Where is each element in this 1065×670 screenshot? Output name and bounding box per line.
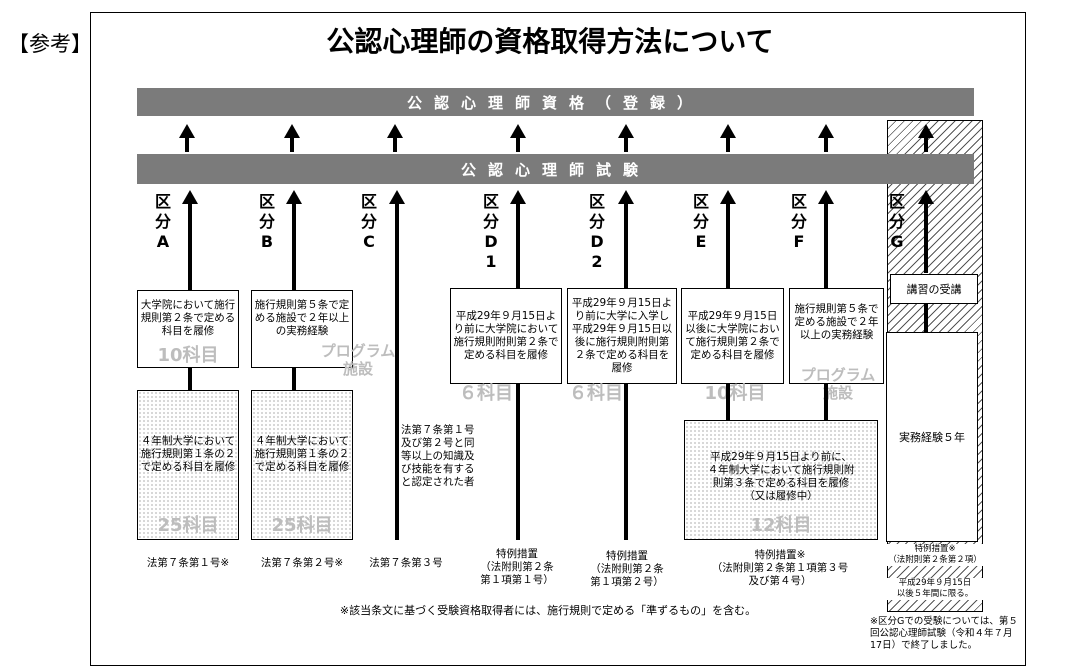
arrow-up-f xyxy=(818,190,834,204)
category-e-box: 平成29年９月15日以後に大学院において施行規則第２条で定める科目を履修 xyxy=(681,288,784,384)
arrow-shaft-d1 xyxy=(516,203,520,288)
category-d2-box: 平成29年９月15日より前に大学に入学し平成29年９月15日以後に施行規則附則第… xyxy=(567,288,677,384)
category-label-e: 区 分 E xyxy=(692,192,709,251)
arrow-up-a-top xyxy=(179,124,195,138)
arrow-shaft-d2-top xyxy=(624,137,628,152)
category-a-graduate-box: 大学院において施行規則第２条で定める科目を履修 xyxy=(137,290,239,368)
connector-d2 xyxy=(624,384,628,540)
arrow-up-d2 xyxy=(618,190,634,204)
category-ef-law: 特例措置※ （法附則第２条第１項第３号 及び第４号） xyxy=(711,549,849,587)
arrow-shaft-b xyxy=(292,203,296,290)
category-e-count: 10科目 xyxy=(704,383,766,404)
category-c-text: 法第７条第１号及び第２号と同等以上の知識及び技能を有すると認定された者 xyxy=(401,424,475,488)
arrow-shaft-a xyxy=(188,203,192,290)
category-d1-text: 平成29年９月15日より前に大学院において施行規則附則第２条で定める科目を履修 xyxy=(453,310,559,361)
arrow-up-b xyxy=(286,190,302,204)
category-label-d2: 区 分 D 2 xyxy=(588,192,605,271)
qualification-band: 公認心理師資格（登録） xyxy=(137,88,974,116)
footnote-equivalent: ※該当条文に基づく受験資格取得者には、施行規則で定める「準ずるもの」を含む。 xyxy=(339,604,757,617)
category-b-facility-text: 施行規則第５条で定める施設で２年以上の実務経験 xyxy=(254,299,350,337)
category-b-undergrad-box: ４年制大学において施行規則第１条の２で定める科目を履修 xyxy=(251,390,353,540)
category-ef-count: 12科目 xyxy=(750,515,812,536)
arrow-shaft-c xyxy=(395,203,399,540)
category-label-c: 区 分 C xyxy=(360,192,377,251)
arrow-shaft-g-top xyxy=(924,137,928,152)
category-d1-count: ６科目 xyxy=(459,383,513,404)
category-f-program-facility: プログラム 施設 xyxy=(800,366,876,402)
category-g-experience-box: 実務経験５年 xyxy=(886,332,978,542)
category-b-undergrad-text: ４年制大学において施行規則第１条の２で定める科目を履修 xyxy=(254,435,350,473)
arrow-up-g-top xyxy=(918,124,934,138)
category-label-g: 区 分 G xyxy=(888,192,905,251)
category-label-b: 区 分 B xyxy=(258,192,275,251)
category-g-note-special: 特例措置※ （法附則第２条第２項） xyxy=(886,544,984,566)
category-g-course-box: 講習の受講 xyxy=(890,274,978,304)
category-d1-law: 特例措置 （法附則第２条 第１項第１号） xyxy=(480,548,554,586)
arrow-up-d1 xyxy=(510,190,526,204)
arrow-shaft-b-top xyxy=(290,137,294,152)
arrow-up-e xyxy=(720,190,736,204)
category-label-d1: 区 分 D 1 xyxy=(482,192,499,271)
category-a-graduate-count: 10科目 xyxy=(157,345,219,366)
category-b-law: 法第７条第２号※ xyxy=(260,557,344,569)
arrow-up-f-top xyxy=(818,124,834,138)
category-a-law: 法第７条第１号※ xyxy=(146,557,230,569)
page-title: 公認心理師の資格取得方法について xyxy=(326,25,774,58)
connector-a xyxy=(188,368,192,390)
arrow-up-c-top xyxy=(387,124,403,138)
connector-e xyxy=(726,384,730,420)
category-c-law: 法第７条第３号 xyxy=(369,557,443,569)
arrow-up-d1-top xyxy=(510,124,526,138)
arrow-shaft-e-top xyxy=(726,137,730,152)
connector-f xyxy=(824,384,828,420)
arrow-up-a xyxy=(182,190,198,204)
category-f-box: 施行規則第５条で定める施設で２年以上の実務経験 xyxy=(789,288,884,384)
category-g-note-period: 平成29年９月15日 以後５年間に限る。 xyxy=(886,578,984,600)
category-g-course-text: 講習の受講 xyxy=(906,282,962,296)
arrow-shaft-c-top xyxy=(393,137,397,152)
category-e-text: 平成29年９月15日以後に大学院において施行規則第２条で定める科目を履修 xyxy=(685,310,780,361)
category-b-facility-box: 施行規則第５条で定める施設で２年以上の実務経験 xyxy=(251,290,353,368)
category-d2-count: ６科目 xyxy=(569,383,623,404)
diagram-frame xyxy=(90,12,1026,666)
arrow-shaft-f xyxy=(824,203,828,288)
connector-b xyxy=(292,368,296,390)
category-g-experience-text: 実務経験５年 xyxy=(899,430,965,444)
arrow-shaft-a-top xyxy=(185,137,189,152)
arrow-shaft-g xyxy=(924,203,928,273)
exam-band: 公認心理師試験 xyxy=(137,154,974,184)
category-d2-law: 特例措置 （法附則第２条 第１項第２号） xyxy=(590,550,664,588)
category-d2-text: 平成29年９月15日より前に大学に入学し平成29年９月15日以後に施行規則附則第… xyxy=(571,297,673,374)
category-d1-box: 平成29年９月15日より前に大学院において施行規則附則第２条で定める科目を履修 xyxy=(450,288,562,384)
arrow-up-b-top xyxy=(284,124,300,138)
category-b-undergrad-count: 25科目 xyxy=(271,515,333,536)
arrow-up-g xyxy=(918,190,934,204)
connector-g xyxy=(924,304,928,332)
footnote-category-g: ※区分Gでの受験については、第５回公認心理師試験（令和４年７月17日）で終了しま… xyxy=(870,616,1018,651)
arrow-up-c xyxy=(389,190,405,204)
arrow-shaft-d2 xyxy=(624,203,628,288)
category-f-text: 施行規則第５条で定める施設で２年以上の実務経験 xyxy=(794,303,879,341)
category-a-graduate-text: 大学院において施行規則第２条で定める科目を履修 xyxy=(140,299,236,337)
arrow-shaft-d1-top xyxy=(516,137,520,152)
category-a-undergrad-count: 25科目 xyxy=(157,515,219,536)
arrow-up-e-top xyxy=(720,124,736,138)
category-label-a: 区 分 A xyxy=(154,192,171,251)
arrow-shaft-e xyxy=(726,203,730,288)
category-b-program-facility: プログラム 施設 xyxy=(320,342,396,378)
category-a-undergrad-text: ４年制大学において施行規則第１条の２で定める科目を履修 xyxy=(140,435,236,473)
category-ef-undergrad-text: 平成29年９月15日より前に、４年制大学において施行規則附則第３条で定める科目を… xyxy=(707,451,855,502)
category-ef-undergrad-box: 平成29年９月15日より前に、４年制大学において施行規則附則第３条で定める科目を… xyxy=(684,420,878,540)
category-label-f: 区 分 F xyxy=(790,192,807,251)
connector-d1 xyxy=(516,384,520,540)
arrow-up-d2-top xyxy=(618,124,634,138)
category-a-undergrad-box: ４年制大学において施行規則第１条の２で定める科目を履修 xyxy=(137,390,239,540)
arrow-shaft-f-top xyxy=(824,137,828,152)
reference-mark: 【参考】 xyxy=(8,32,92,56)
